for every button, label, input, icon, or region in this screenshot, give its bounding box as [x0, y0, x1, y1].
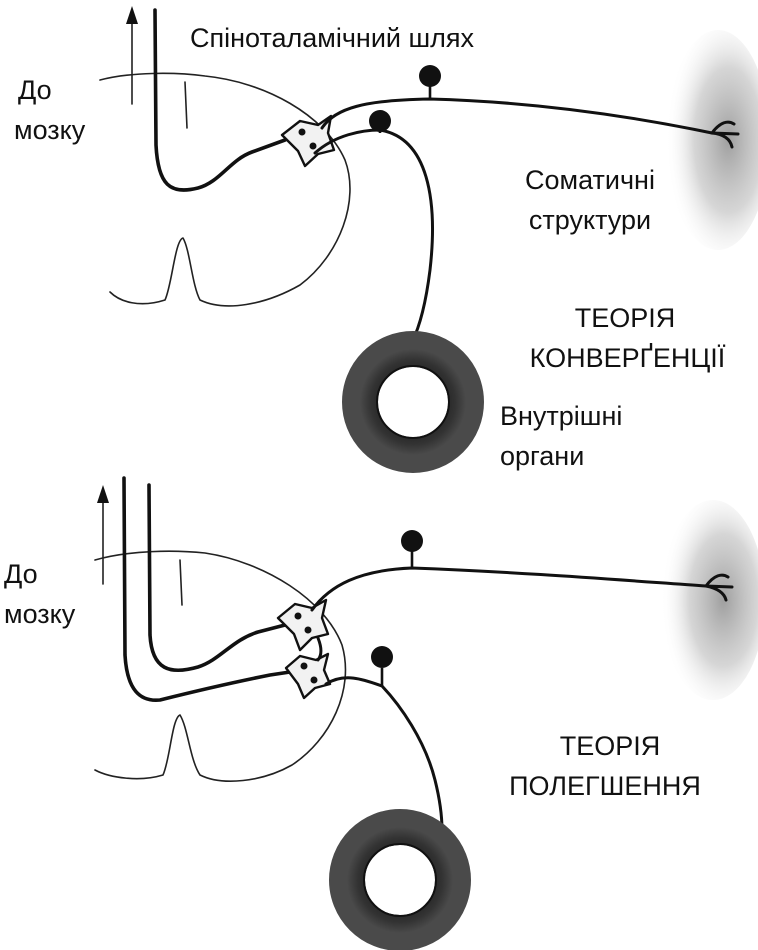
- synapse-dot: [300, 662, 308, 670]
- somatic-structures-zone: [666, 30, 758, 250]
- visceral-afferent-fiber: [324, 676, 444, 832]
- dorsal-median-line: [184, 81, 188, 129]
- ascending-arrow-head: [97, 485, 109, 503]
- visceral-afferent-fiber: [313, 128, 434, 344]
- visceral-organ-inner-edge: [363, 843, 437, 917]
- dorsal-root-ganglion-visceral: [371, 646, 393, 668]
- synapse-dot: [294, 612, 302, 620]
- to-brain-label-line2: мозку: [4, 599, 76, 629]
- ascending-arrow-head: [126, 6, 138, 24]
- spinothalamic-pathway-label: Спіноталамічний шлях: [190, 23, 475, 53]
- facilitating-collateral: [316, 636, 323, 662]
- facilitation-theory-title-line1: ТЕОРІЯ: [559, 731, 661, 761]
- somatic-afferent-fiber: [310, 566, 708, 612]
- upper-neuron-cell: [276, 598, 330, 652]
- to-brain-label-line1: До: [4, 559, 38, 589]
- somatic-structures-label-line1: Соматичні: [525, 165, 655, 195]
- to-brain-label-line1: До: [18, 75, 52, 105]
- dorsal-root-ganglion-visceral: [369, 110, 391, 132]
- somatic-structures-label-line2: структури: [528, 205, 652, 235]
- convergence-panel: [99, 6, 758, 473]
- visceral-organ-ring: [342, 331, 484, 473]
- visceral-organ-ring: [329, 809, 471, 950]
- spinothalamic-tract-upper: [147, 483, 287, 673]
- spinal-cord-outline: [94, 550, 347, 782]
- somatic-afferent-fiber: [320, 97, 714, 135]
- facilitation-theory-title-line2: ПОЛЕГШЕННЯ: [509, 771, 701, 801]
- lower-neuron-cell: [284, 652, 332, 700]
- somatic-structures-zone: [661, 500, 758, 700]
- facilitation-panel: [94, 476, 758, 950]
- spinothalamic-tract: [153, 8, 287, 192]
- to-brain-label-line2: мозку: [14, 115, 86, 145]
- visceral-organs-label-line2: органи: [500, 441, 585, 471]
- spinal-cord-outline: [99, 72, 351, 307]
- receptor-ending: [710, 120, 740, 149]
- synapse-dot: [298, 128, 306, 136]
- convergence-theory-title-line2: КОНВЕРҐЕНЦІЇ: [529, 343, 726, 373]
- dorsal-root-ganglion-somatic: [419, 65, 441, 87]
- spinothalamic-tract-lower: [122, 476, 292, 702]
- visceral-organ-inner-edge: [376, 365, 450, 439]
- synapse-dot: [309, 142, 317, 150]
- convergence-theory-title-line1: ТЕОРІЯ: [574, 303, 676, 333]
- synapse-dot: [304, 626, 312, 634]
- receptor-ending: [704, 573, 734, 602]
- synapse-dot: [310, 676, 318, 684]
- visceral-organs-label-line1: Внутрішні: [500, 401, 623, 431]
- dorsal-median-line: [179, 559, 183, 606]
- dorsal-root-ganglion-somatic: [401, 530, 423, 552]
